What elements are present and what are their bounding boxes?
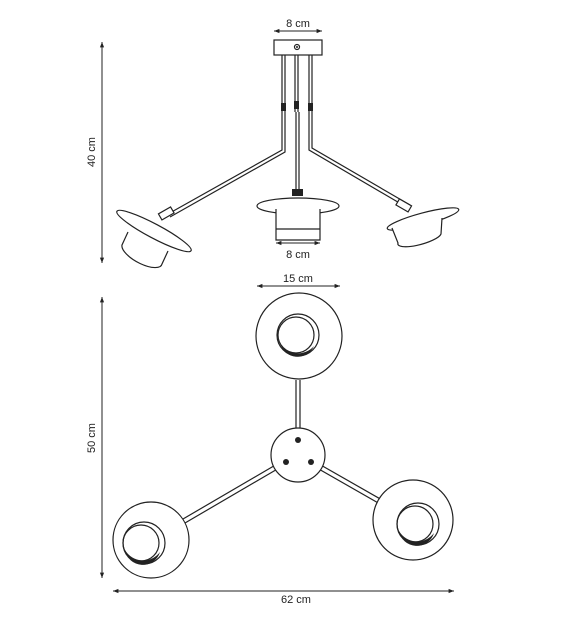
- plan-arms: [182, 380, 383, 524]
- plan-height-dimension: 50 cm: [86, 297, 105, 578]
- disc-width-label: 15 cm: [283, 273, 313, 285]
- side-view: 8 cm: [86, 18, 460, 269]
- left-arm: [157, 115, 286, 221]
- left-lamp-head: [116, 209, 192, 269]
- plan-view: 15 cm: [86, 273, 454, 606]
- suspension-rods: [281, 55, 313, 115]
- shade-width-label: 8 cm: [286, 249, 310, 261]
- canopy: [273, 39, 323, 56]
- left-disc-lamp: [112, 501, 190, 579]
- right-lamp-head: [386, 207, 460, 248]
- plan-height-label: 50 cm: [86, 423, 98, 453]
- side-height-label: 40 cm: [86, 137, 98, 167]
- disc-width-dimension: 15 cm: [257, 273, 340, 289]
- overall-width-dimension: 62 cm: [113, 588, 454, 606]
- top-disc-lamp: [255, 292, 343, 380]
- center-hub: [270, 427, 326, 483]
- overall-width-label: 62 cm: [281, 594, 311, 606]
- canopy-width-dimension: 8 cm: [274, 18, 322, 34]
- center-lamp-head: [256, 112, 340, 241]
- shade-width-dimension: 8 cm: [276, 240, 320, 261]
- right-disc-lamp: [372, 479, 454, 561]
- right-arm: [308, 115, 413, 213]
- canopy-width-label: 8 cm: [286, 18, 310, 30]
- side-height-dimension: 40 cm: [86, 42, 105, 263]
